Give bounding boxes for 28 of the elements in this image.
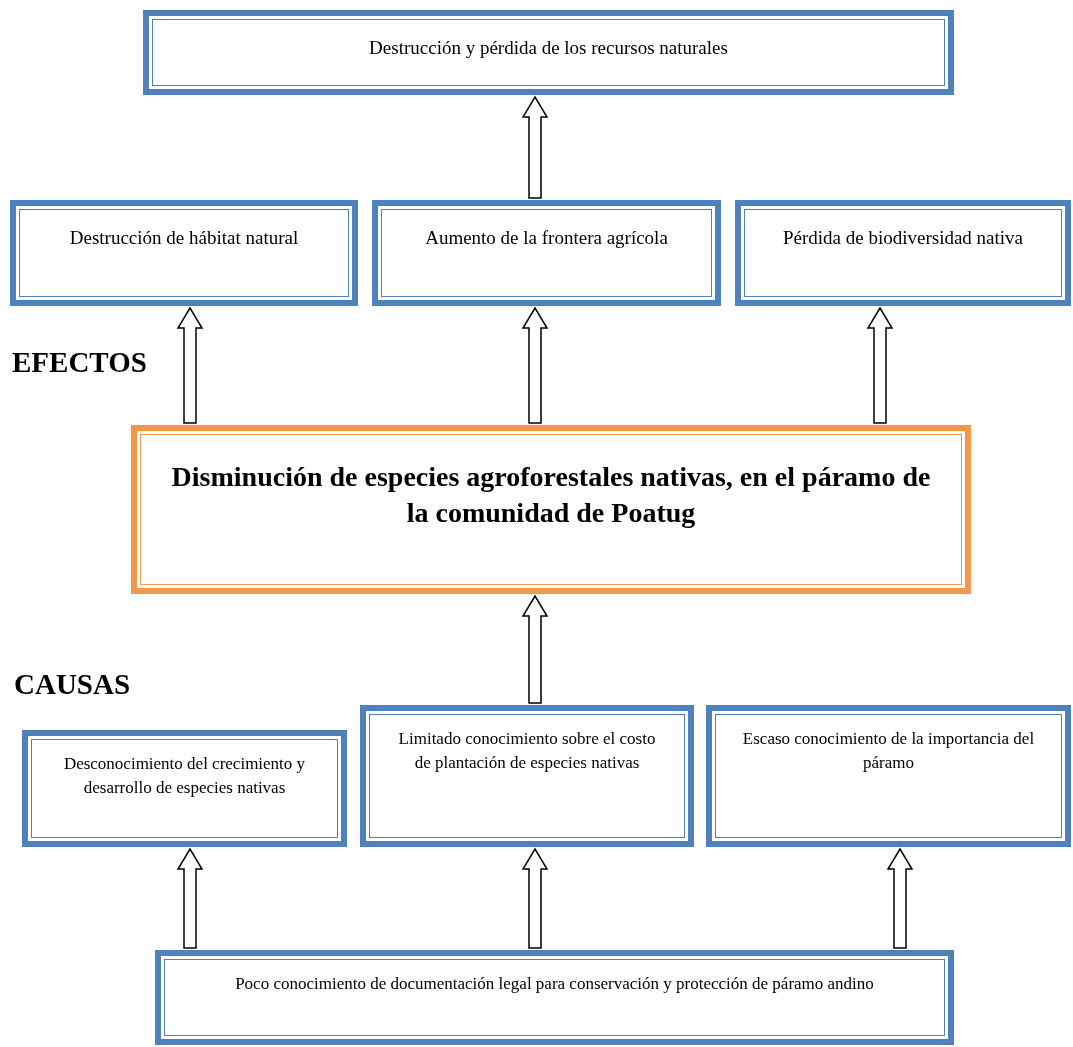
block-arrow [521,306,549,424]
block-arrow [886,847,914,949]
block-arrow [521,95,549,199]
block-arrow [176,847,204,949]
box-text: Escaso conocimiento de la importancia del páramo [741,728,1036,774]
box-text: Limitado conocimiento sobre el costo de plantación de especies nativas [397,728,657,774]
text-box [372,200,721,306]
box-text: Destrucción y pérdida de los recursos naturales [369,36,728,60]
text-box [22,730,347,847]
text-box [735,200,1071,306]
block-arrow [521,847,549,949]
block-arrow [521,594,549,704]
section-label: CAUSAS [14,670,131,699]
box-text: Poco conocimiento de documentación legal para conservación y protección de páramo andino [235,973,874,995]
text-box [360,705,694,847]
text-box [706,705,1071,847]
problem-box [131,425,971,594]
box-text: Desconocimiento del crecimiento y desarrollo de especies nativas [62,753,307,799]
section-label: EFECTOS [12,348,147,377]
box-text: Pérdida de biodiversidad nativa [782,226,1024,250]
problem-statement: Disminución de especies agroforestales nativas, en el páramo de la comunidad de Poatug [171,460,931,530]
text-box [143,10,954,95]
box-text: Aumento de la frontera agrícola [425,226,668,250]
block-arrow [176,306,204,424]
text-box [10,200,358,306]
box-text: Destrucción de hábitat natural [69,226,299,250]
block-arrow [866,306,894,424]
text-box [155,950,954,1045]
